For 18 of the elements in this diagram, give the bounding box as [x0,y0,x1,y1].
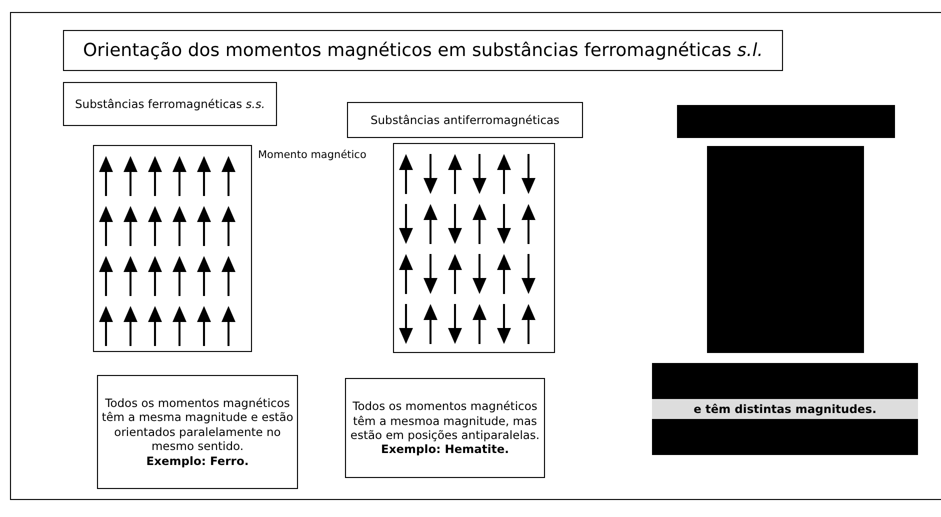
description-box [97,375,298,489]
filled-block [652,363,918,455]
description-text: Todos os momentos magnéticos têm a mesmoa magnitude, mas estão em posições antiparalelas. [349,399,541,442]
heading-box [347,102,583,138]
description-text: Todos os momentos magnéticos têm a mesma magnitude e estão orientados paralelamente no mesmo sentido. [100,396,294,454]
example-text: Exemplo: Hematite. [380,442,509,457]
heading-text: Substâncias ferromagnéticas s.s. [74,96,266,112]
example-text: Exemplo: Ferro. [146,454,249,468]
heading-box [63,82,277,126]
annotation-label: Momento magnético [258,149,366,161]
heading-text: Substâncias antiferromagnéticas [370,112,560,128]
arrow-grid-box [93,145,252,352]
arrow-grid-box [393,143,555,353]
filled-block [677,105,895,138]
filled-block [707,146,864,353]
title: Orientação dos momentos magnéticos em substâncias ferromagnéticas s.l. [83,40,763,61]
block-text: e têm distintas magnitudes. [652,398,918,420]
description-box [345,378,545,478]
